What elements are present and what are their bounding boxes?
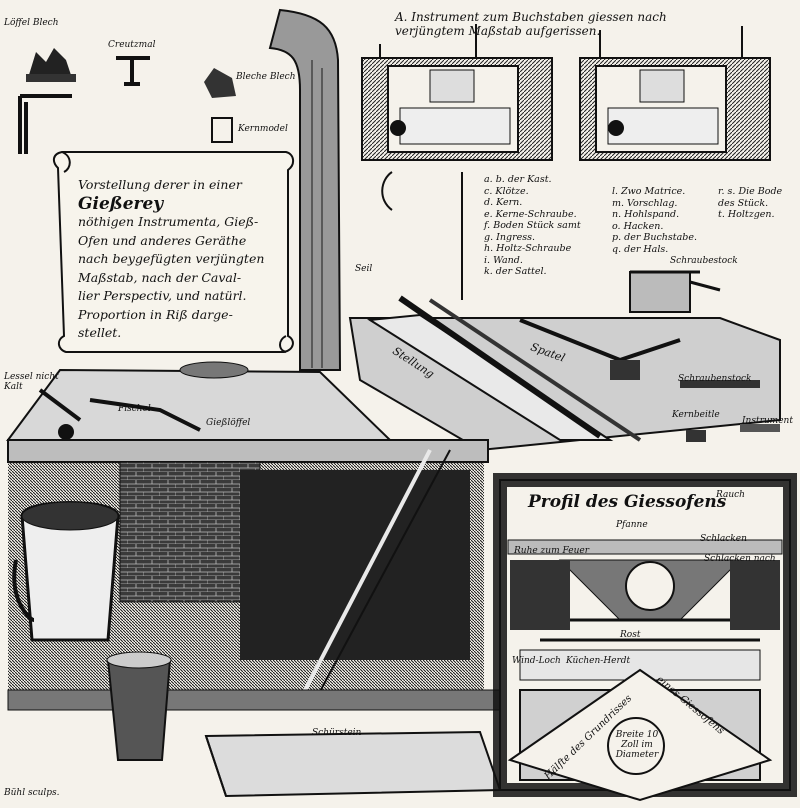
legend-item: g. Ingress. <box>484 231 536 243</box>
legend-item: t. Holtzgen. <box>718 209 775 220</box>
label-creutzmal: Creutzmal <box>108 40 156 50</box>
label-kuechen-herd: Küchen-Herdt <box>566 656 631 666</box>
workbench-left <box>6 361 489 463</box>
scroll-line-4: Ofen und anderes Geräthe <box>78 232 247 248</box>
label-schraubestock: Schraubestock <box>670 256 738 266</box>
label-rost: Rost <box>620 630 641 640</box>
title-scroll <box>52 151 294 353</box>
legend-far-right: r. s. Die Bode des Stück. t. Holtzgen. <box>718 186 782 221</box>
scroll-line-9: stellet. <box>78 325 122 340</box>
legend-right: l. Zwo Matrice. m. Vorschlag. n. Hohlspa… <box>612 186 697 255</box>
legend-item: l. Zwo Matrice. <box>612 186 686 197</box>
label-schuerstein: Schürstein <box>312 728 362 738</box>
screw-vise <box>629 270 721 313</box>
profile-drawing <box>493 473 797 802</box>
furnace-body <box>7 449 509 711</box>
label-schraubenstock: Schraubenstock <box>678 374 752 384</box>
legend-item: r. s. Die Bode <box>718 186 783 197</box>
instrument-title: A. Instrument zum Buchstaben giessen nac… <box>395 10 667 38</box>
legend-item: n. Hohlspand. <box>612 209 680 220</box>
legend-item: q. der Hals. <box>612 243 669 255</box>
label-pfanne: Pfanne <box>616 520 648 530</box>
label-engraver: Bühl sculps. <box>4 788 60 798</box>
label-breite: Breite 10 Zoll im Diameter <box>615 730 659 760</box>
type-mould-left <box>361 24 553 300</box>
legend-item: k. der Sattel. <box>484 266 547 277</box>
label-rauch: Rauch <box>716 490 745 500</box>
profile-title: Profil des Giessofens <box>528 492 727 512</box>
label-lessel: Lessel nicht Kalt <box>4 372 59 392</box>
label-kernbeitle: Kernbeitle <box>672 410 720 420</box>
chimney-pipe <box>268 8 342 371</box>
legend-item: p. der Buchstabe. <box>612 232 698 243</box>
tool-sketches-top-left <box>18 48 236 154</box>
legend-item: o. Hacken. <box>612 220 664 232</box>
legend-left: a. b. der Kast. c. Klötze. d. Kern. e. K… <box>484 174 581 278</box>
scroll-line-3: nöthigen Instrumenta, Gieß- <box>78 214 259 229</box>
legend-item: des Stück. <box>718 197 769 209</box>
label-loeffel-blech: Löffel Blech <box>4 18 59 28</box>
scroll-line-5: nach beygefügten verjüngten <box>78 251 265 266</box>
legend-item: d. Kern. <box>484 197 523 208</box>
scroll-line-2: Gießerey <box>78 193 164 214</box>
label-ruhe-feuer: Ruhe zum Feuer <box>514 546 589 556</box>
legend-item: m. Vorschlag. <box>612 197 678 209</box>
bucket <box>12 501 120 642</box>
scroll-line-1: Vorstellung derer in einer <box>78 177 242 192</box>
label-giessloeffel: Gießlöffel <box>206 418 251 428</box>
scroll-line-8: Proportion in Riß darge- <box>78 306 233 322</box>
label-schlacken: Schlacken <box>700 534 747 544</box>
scroll-line-7: lier Perspectiv, und natürl. <box>78 288 247 303</box>
legend-item: f. Boden Stück samt <box>484 220 581 231</box>
legend-item: i. Wand. <box>484 254 523 266</box>
label-bleche-blech: Bleche Blech <box>236 72 296 82</box>
label-instrument: Instrument <box>742 416 793 426</box>
scroll-caption: Vorstellung derer in einer Gießerey nöth… <box>78 176 278 343</box>
legend-item: h. Holtz-Schraube <box>484 243 572 254</box>
legend-item: e. Kerne-Schraube. <box>484 208 577 220</box>
crucible-pot <box>106 651 172 761</box>
schurstein-plank <box>204 730 502 798</box>
type-mould-right <box>579 26 771 161</box>
label-schlacken-nach: Schlacken nach <box>704 554 776 564</box>
legend-item: c. Klötze. <box>484 185 529 197</box>
workbench-right <box>348 295 781 452</box>
scroll-line-6: Maßstab, nach der Caval- <box>78 269 242 285</box>
label-wind-loch: Wind-Loch <box>512 656 561 666</box>
label-kernmodel: Kernmodel <box>238 124 288 134</box>
label-fischel: Fischel <box>118 404 151 414</box>
label-seil: Seil <box>355 264 373 274</box>
legend-item: a. b. der Kast. <box>484 174 552 185</box>
